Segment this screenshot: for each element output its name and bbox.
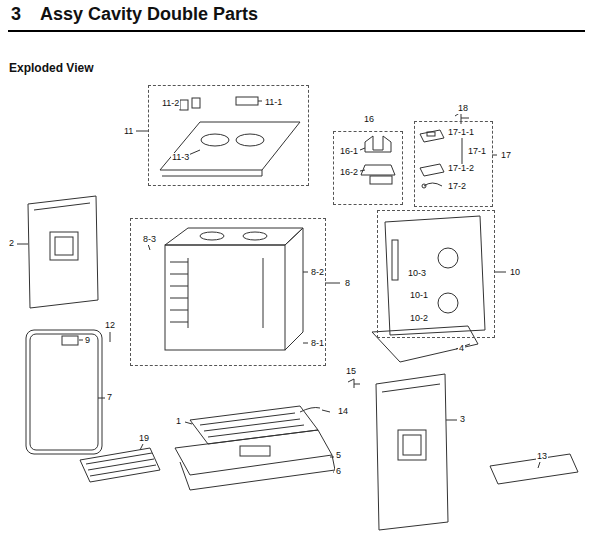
callout-number: 19 <box>138 434 150 444</box>
tray <box>372 326 478 362</box>
callout-number: 10-1 <box>409 291 429 301</box>
callout-number: 11-2 <box>161 99 180 109</box>
callout-number: 13 <box>536 452 548 462</box>
callout-number: 5 <box>335 451 342 461</box>
part-group-box: 1010-310-110-2 <box>377 210 495 338</box>
callout-number: 12 <box>104 321 116 331</box>
side-panel <box>17 196 98 308</box>
callout-number: 14 <box>337 407 349 417</box>
callout-number: 16-1 <box>339 147 359 157</box>
callout-number: 8-3 <box>142 235 157 245</box>
heading-text: Exploded View <box>8 62 94 75</box>
callout-number: 16-2 <box>339 168 359 178</box>
callout-number: 10-2 <box>409 314 429 324</box>
screw <box>348 379 360 388</box>
callout-number: 1 <box>175 417 182 427</box>
part-group-box: 1717-1-117-117-1-217-2 <box>414 121 493 207</box>
title-rule <box>8 30 585 32</box>
sensor-plates <box>420 130 497 188</box>
callout-number: 17 <box>500 151 512 161</box>
heading-text: 3 <box>10 5 22 25</box>
callout-number: 6 <box>335 467 342 477</box>
callout-number: 10-3 <box>407 269 427 279</box>
page-title: Assy Cavity Double Parts <box>40 5 258 25</box>
callout-number: 11-1 <box>264 98 283 108</box>
callout-number: 11 <box>123 127 134 137</box>
callout-number: 17-2 <box>447 182 467 192</box>
callout-number: 8-2 <box>310 268 325 278</box>
callout-number: 8-1 <box>310 339 325 349</box>
screw <box>322 410 330 412</box>
callout-number: 11-3 <box>171 153 190 163</box>
side-panel <box>376 374 457 530</box>
callout-number: 4 <box>458 344 465 354</box>
part-group-box: 88-38-28-1 <box>130 218 326 366</box>
callout-number: 9 <box>84 336 91 346</box>
door-gasket <box>26 330 110 454</box>
cover-plate <box>490 454 578 484</box>
part-group-box: 1616-116-2 <box>333 131 403 205</box>
callout-number: 10 <box>509 268 521 278</box>
bottom-plate <box>175 430 335 490</box>
callout-number: 17-1-2 <box>447 164 475 174</box>
brackets <box>360 136 395 184</box>
callout-number: 16 <box>363 115 375 125</box>
callout-number: 3 <box>459 415 466 425</box>
callout-number: 2 <box>8 239 15 249</box>
back-panel <box>385 216 506 335</box>
callout-number: 7 <box>106 393 113 403</box>
callout-number: 17-1 <box>467 147 487 157</box>
callout-number: 17-1-1 <box>447 128 475 138</box>
part-group-box: 1111-211-111-3 <box>148 85 309 186</box>
broil-heater <box>80 444 160 482</box>
cavity <box>148 228 340 350</box>
callout-number: 18 <box>457 104 469 114</box>
top-plate <box>136 97 300 176</box>
callout-number: 8 <box>344 279 351 289</box>
callout-number: 15 <box>345 367 357 377</box>
